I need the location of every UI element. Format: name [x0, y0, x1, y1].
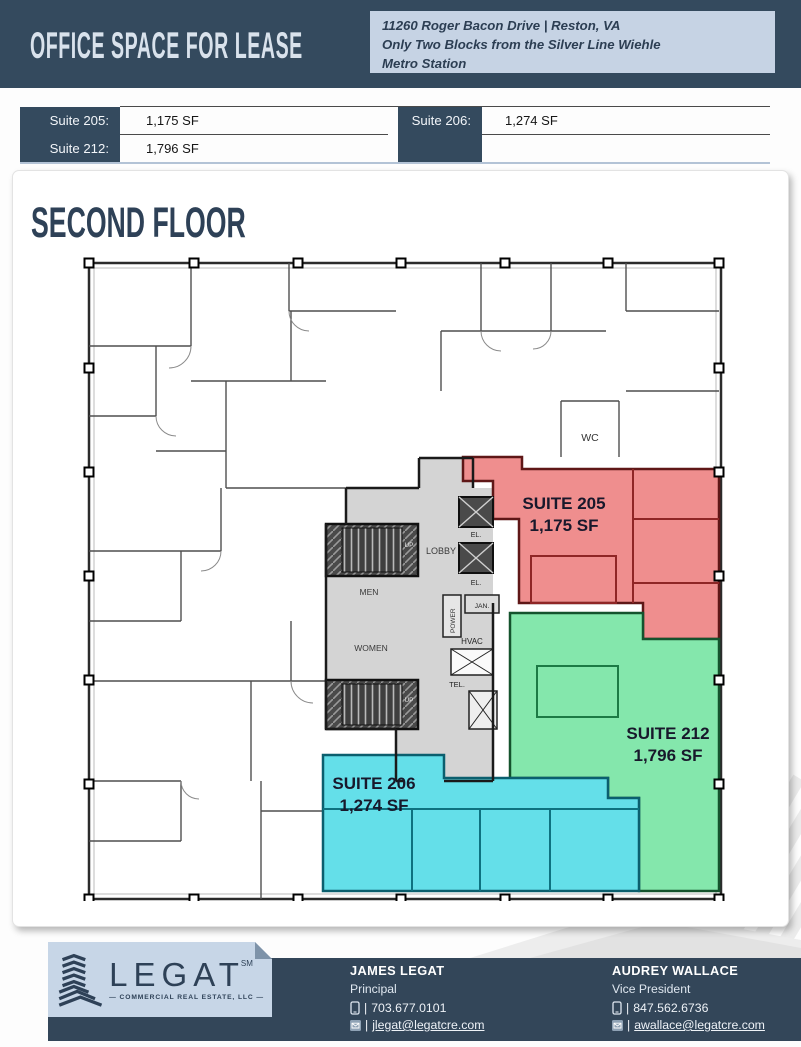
address-box: 11260 Roger Bacon Drive | Reston, VA Onl…: [370, 11, 775, 73]
page-title-text: OFFICE SPACE FOR LEASE: [30, 25, 303, 66]
suite-labels-left: Suite 205: Suite 212:: [20, 107, 120, 162]
suite-212-name: SUITE 212: [626, 724, 709, 743]
contact-james: JAMES LEGAT Principal |703.677.0101 |jle…: [350, 963, 484, 1032]
floor-plan: WC LOBBY MEN WOMEN EL. EL. JAN. POWER HV…: [83, 257, 725, 901]
stairwell-upper: [324, 522, 420, 578]
floorplan-card: SECOND FLOOR: [12, 170, 789, 927]
janitor-room: [464, 594, 500, 614]
email-icon: [350, 1019, 361, 1031]
suite-205-value: 1,175 SF: [146, 113, 199, 128]
door-swings: [155, 310, 552, 800]
suite-206-walls: [323, 808, 639, 891]
address-line-2: Only Two Blocks from the Silver Line Wie…: [382, 37, 661, 53]
phone-icon: [612, 1001, 622, 1015]
contact-audrey: AUDREY WALLACE Vice President |847.562.6…: [612, 963, 765, 1032]
table-mid-rule-left: [120, 134, 388, 135]
suite-205-name: SUITE 205: [522, 494, 605, 513]
separator: |: [364, 1001, 368, 1015]
contact-title: Vice President: [612, 982, 691, 996]
lobby-label: LOBBY: [426, 546, 456, 556]
suite-212-walls: [536, 665, 619, 718]
up-1-label: UP: [404, 542, 413, 549]
suite-205-area: 1,175 SF: [530, 516, 599, 535]
contact-phone: 703.677.0101: [371, 1001, 447, 1015]
suite-205-walls: [632, 469, 719, 603]
wc-label: WC: [581, 432, 599, 444]
table-mid-rule-right: [482, 134, 770, 135]
contact-phone: 847.562.6736: [633, 1001, 709, 1015]
suite-212-value: 1,796 SF: [146, 140, 199, 156]
contact-email-link[interactable]: awallace@legatcre.com: [634, 1018, 765, 1032]
table-top-rule: [120, 106, 770, 107]
contact-email-link[interactable]: jlegat@legatcre.com: [372, 1018, 485, 1032]
columns: [83, 257, 725, 901]
interior-walls: [89, 263, 719, 899]
brand-trademark: SM: [240, 959, 253, 968]
separator: |: [365, 1018, 369, 1032]
contact-title: Principal: [350, 982, 397, 996]
page-title: OFFICE SPACE FOR LEASE: [30, 25, 545, 67]
janitor-label: JAN.: [475, 603, 490, 610]
contact-name: AUDREY WALLACE: [612, 963, 739, 978]
logo-fold-corner: [255, 942, 272, 959]
contact-email-row: |awallace@legatcre.com: [612, 1018, 765, 1032]
table-bottom-rule: [20, 162, 770, 164]
email-icon: [612, 1019, 623, 1031]
contact-name: JAMES LEGAT: [350, 963, 445, 978]
tel-label: TEL.: [449, 680, 465, 689]
suite-205-label: Suite 205:: [49, 113, 109, 128]
elevator-2-label: EL.: [471, 580, 482, 587]
separator: |: [626, 1001, 630, 1015]
floor-title: SECOND FLOOR: [31, 199, 377, 248]
contact-email-row: |jlegat@legatcre.com: [350, 1018, 484, 1032]
suite-206-name: SUITE 206: [332, 774, 415, 793]
women-label: WOMEN: [354, 643, 388, 653]
power-room: [442, 594, 462, 638]
core-outline: [324, 456, 495, 783]
up-2-label: UP: [404, 697, 413, 704]
contact-phone-row: |703.677.0101: [350, 1001, 484, 1015]
footer-chevron-decor: [470, 908, 801, 958]
separator: |: [627, 1018, 631, 1032]
floor-title-text: SECOND FLOOR: [31, 199, 246, 247]
building-icon: [56, 949, 103, 1011]
suite-206-value: 1,274 SF: [505, 113, 558, 128]
phone-icon: [350, 1001, 360, 1015]
hvac-unit: [450, 648, 494, 676]
suite-labels-right: Suite 206:: [398, 107, 482, 162]
stairwell-lower: [324, 678, 420, 731]
suite-205-region: [461, 455, 721, 641]
address-line-3: Metro Station: [382, 56, 467, 72]
men-label: MEN: [360, 587, 379, 597]
suite-212-area: 1,796 SF: [634, 746, 703, 765]
power-label: POWER: [450, 608, 457, 633]
hvac-label: HVAC: [461, 637, 483, 646]
brand-name: LEGAT: [109, 956, 245, 993]
suite-206-label: Suite 206:: [411, 113, 471, 128]
suite-206-area: 1,274 SF: [340, 796, 409, 815]
address-line-1: 11260 Roger Bacon Drive | Reston, VA: [382, 18, 621, 33]
elevator-1-label: EL.: [471, 532, 482, 539]
brand-logo: LEGATSM — COMMERCIAL REAL ESTATE, LLC —: [48, 942, 272, 1017]
contact-phone-row: |847.562.6736: [612, 1001, 765, 1015]
header-bar: OFFICE SPACE FOR LEASE 11260 Roger Bacon…: [0, 0, 801, 88]
suite-values-left: 1,175 SF 1,796 SF: [120, 107, 388, 162]
suite-212-label: Suite 212:: [49, 140, 109, 156]
brand-tagline: — COMMERCIAL REAL ESTATE, LLC —: [109, 994, 264, 1001]
suite-values-right: 1,274 SF: [482, 107, 770, 135]
